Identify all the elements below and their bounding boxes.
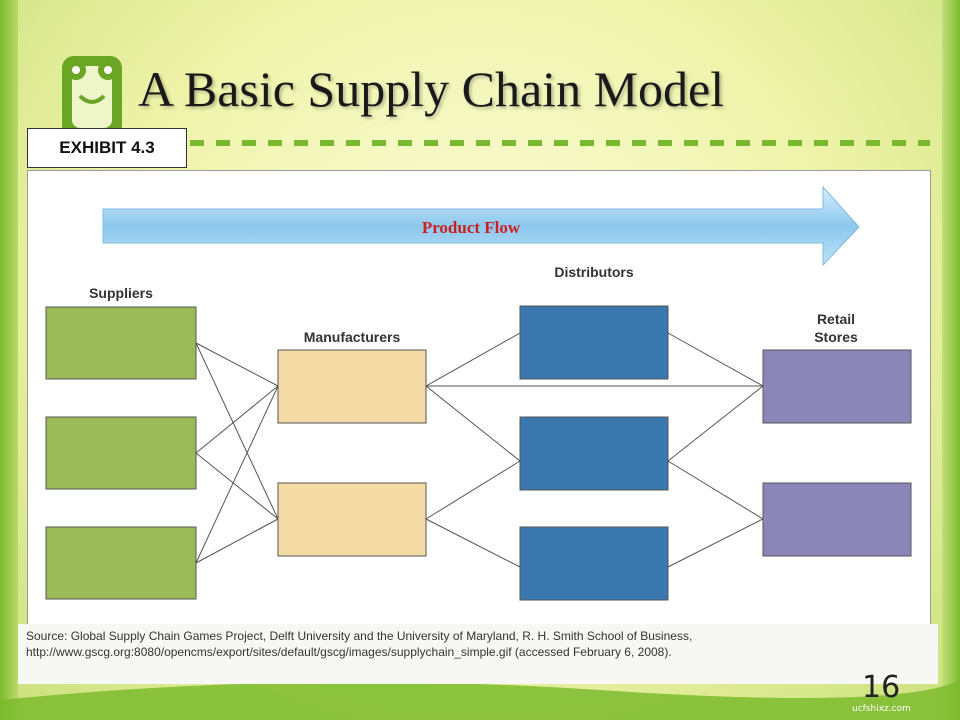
supply-chain-diagram: Product Flow Suppliers Manufacturers Dis…	[27, 170, 931, 625]
frog-logo-icon	[62, 56, 122, 138]
manufacturer-box	[277, 349, 427, 424]
manufacturer-box	[277, 482, 427, 557]
distributors-label: Distributors	[554, 264, 634, 280]
retail-stores-label-line2: Stores	[814, 329, 858, 345]
title-divider-dashes	[190, 140, 930, 146]
exhibit-label: EXHIBIT 4.3	[27, 128, 187, 168]
product-flow-arrow	[102, 185, 860, 267]
page-number: 16	[862, 670, 901, 705]
retail-store-box	[762, 482, 912, 557]
product-flow-label: Product Flow	[422, 218, 521, 237]
site-watermark: ucfshixz.com	[852, 704, 911, 714]
right-decorative-strip	[942, 0, 960, 720]
distributor-box	[519, 526, 669, 601]
left-decorative-strip	[0, 0, 18, 720]
retail-store-box	[762, 349, 912, 424]
bottom-wave-decoration	[0, 680, 960, 720]
slide-title: A Basic Supply Chain Model	[138, 61, 725, 117]
suppliers-label: Suppliers	[89, 285, 153, 301]
source-citation: Source: Global Supply Chain Games Projec…	[18, 624, 938, 684]
supplier-box	[45, 526, 197, 600]
supplier-box	[45, 416, 197, 490]
distributor-box	[519, 305, 669, 380]
supplier-box	[45, 306, 197, 380]
connector-lines	[195, 332, 764, 568]
manufacturers-label: Manufacturers	[304, 329, 401, 345]
distributor-box	[519, 416, 669, 491]
retail-stores-label-line1: Retail	[817, 311, 855, 327]
